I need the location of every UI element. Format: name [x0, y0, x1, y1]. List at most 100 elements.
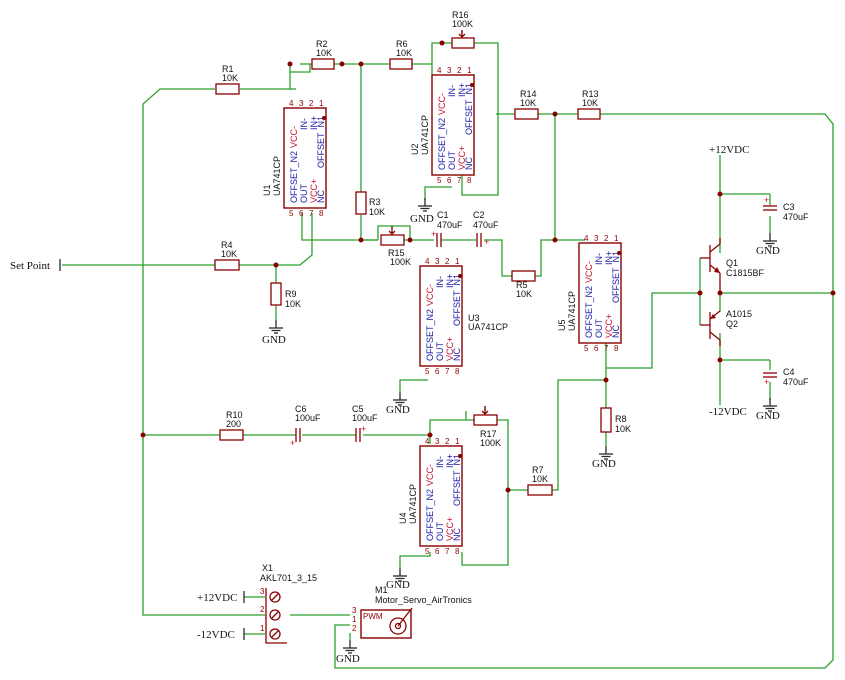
svg-text:VCC+: VCC+ [445, 517, 455, 541]
svg-text:R9: R9 [285, 289, 297, 299]
svg-text:C6: C6 [295, 404, 307, 414]
svg-text:NC: NC [452, 348, 462, 361]
svg-text:4: 4 [584, 234, 589, 243]
svg-text:7: 7 [604, 344, 609, 353]
capacitor-c1: + C1 470uF [431, 210, 463, 247]
svg-text:R3: R3 [369, 197, 381, 207]
svg-text:IN-: IN- [435, 276, 445, 288]
svg-text:OFFSET_N2: OFFSET_N2 [437, 118, 447, 170]
svg-text:R5: R5 [516, 280, 528, 290]
svg-text:+: + [764, 195, 769, 205]
vpos-label-connector: +12VDC [197, 591, 245, 604]
svg-text:6: 6 [594, 344, 599, 353]
svg-text:-12VDC: -12VDC [197, 629, 235, 641]
svg-text:8: 8 [319, 209, 324, 218]
svg-text:C1815BF: C1815BF [726, 268, 765, 278]
svg-text:470uF: 470uF [473, 220, 499, 230]
capacitor-c5: + C5 100uF [352, 404, 378, 442]
opamp-u4: VCC- IN- IN+ OFFSET_N2 OUT VCC+ OFFSET_N… [398, 437, 463, 556]
resistor-r5: R5 10K [511, 270, 536, 299]
svg-text:NC: NC [452, 528, 462, 541]
svg-text:M1: M1 [375, 585, 388, 595]
svg-text:5: 5 [425, 367, 430, 376]
svg-text:10K: 10K [532, 474, 548, 484]
svg-text:1: 1 [319, 99, 324, 108]
vneg-label-connector: -12VDC [197, 628, 245, 641]
svg-text:3: 3 [435, 257, 440, 266]
connector-x1: 3 2 1 X1 AKL701_3_15 [260, 563, 317, 644]
resistor-r13: R13 10K [577, 89, 601, 120]
svg-text:5: 5 [437, 176, 442, 185]
pot-r16: R16 100K [451, 10, 475, 49]
svg-text:2: 2 [445, 257, 450, 266]
svg-text:1: 1 [455, 257, 460, 266]
gnd-symbol-c3: GND [756, 232, 780, 257]
svg-text:3: 3 [260, 587, 265, 596]
svg-text:VCC-: VCC- [584, 261, 594, 283]
svg-text:7: 7 [309, 209, 314, 218]
svg-text:Q2: Q2 [726, 319, 738, 329]
svg-text:R4: R4 [221, 240, 233, 250]
svg-text:IN-: IN- [447, 85, 457, 97]
svg-text:OFFSET_N2: OFFSET_N2 [425, 489, 435, 541]
svg-text:OFFSET_N1: OFFSET_N1 [452, 454, 462, 506]
svg-text:OUT: OUT [447, 151, 457, 171]
svg-text:3: 3 [447, 66, 452, 75]
svg-text:GND: GND [756, 410, 780, 422]
svg-text:3: 3 [299, 99, 304, 108]
svg-text:GND: GND [336, 653, 360, 665]
svg-text:7: 7 [445, 547, 450, 556]
svg-text:IN+: IN+ [457, 83, 467, 97]
svg-text:+12VDC: +12VDC [709, 144, 749, 156]
svg-text:VCC+: VCC+ [309, 179, 319, 203]
svg-text:OUT: OUT [435, 342, 445, 362]
svg-text:OFFSET_N2: OFFSET_N2 [584, 286, 594, 338]
opamp-u2: VCC- IN- IN+ OFFSET_N2 OUT VCC+ OFFSET_N… [410, 66, 475, 185]
svg-text:GND: GND [410, 213, 434, 225]
svg-text:2: 2 [309, 99, 314, 108]
svg-text:10K: 10K [582, 98, 598, 108]
vneg-label-q2: -12VDC [709, 406, 747, 418]
svg-text:10K: 10K [516, 289, 532, 299]
capacitor-c3: + C3 470uF [763, 195, 809, 222]
svg-text:10K: 10K [316, 48, 332, 58]
svg-text:A1015: A1015 [726, 309, 752, 319]
resistor-r3: R3 10K [355, 191, 385, 217]
svg-text:100uF: 100uF [295, 413, 321, 423]
svg-text:OFFSET_N1: OFFSET_N1 [452, 274, 462, 326]
svg-text:IN-: IN- [594, 253, 604, 265]
pot-r17: R17 100K [473, 406, 501, 448]
svg-text:5: 5 [425, 547, 430, 556]
svg-text:4: 4 [425, 437, 430, 446]
svg-text:IN+: IN+ [445, 274, 455, 288]
svg-text:X1: X1 [262, 563, 273, 573]
svg-text:VCC+: VCC+ [445, 337, 455, 361]
svg-text:+: + [484, 237, 489, 247]
svg-text:R1: R1 [222, 64, 234, 74]
svg-text:6: 6 [299, 209, 304, 218]
svg-text:1: 1 [467, 66, 472, 75]
motor-servo-m1: PWM 3 1 2 M1 Motor_Servo_AirTronics [352, 585, 472, 639]
svg-text:R6: R6 [396, 39, 408, 49]
svg-text:8: 8 [467, 176, 472, 185]
svg-text:Motor_Servo_AirTronics: Motor_Servo_AirTronics [375, 595, 472, 605]
svg-text:UA741CP: UA741CP [420, 115, 430, 155]
svg-text:OFFSET_N1: OFFSET_N1 [611, 251, 621, 303]
svg-text:GND: GND [756, 245, 780, 257]
svg-text:3: 3 [435, 437, 440, 446]
svg-text:C3: C3 [783, 202, 795, 212]
svg-text:100uF: 100uF [352, 413, 378, 423]
svg-text:R16: R16 [452, 10, 469, 20]
capacitor-c6: + C6 100uF [290, 404, 321, 448]
svg-text:R2: R2 [316, 39, 328, 49]
svg-text:U5: U5 [557, 319, 567, 331]
svg-text:NC: NC [316, 190, 326, 203]
svg-text:Q1: Q1 [726, 258, 738, 268]
svg-text:5: 5 [584, 344, 589, 353]
svg-text:AKL701_3_15: AKL701_3_15 [260, 573, 317, 583]
resistor-r9: R9 10K [270, 282, 301, 309]
svg-text:OFFSET_N2: OFFSET_N2 [289, 151, 299, 203]
svg-text:U4: U4 [398, 512, 408, 524]
svg-text:100K: 100K [390, 257, 411, 267]
